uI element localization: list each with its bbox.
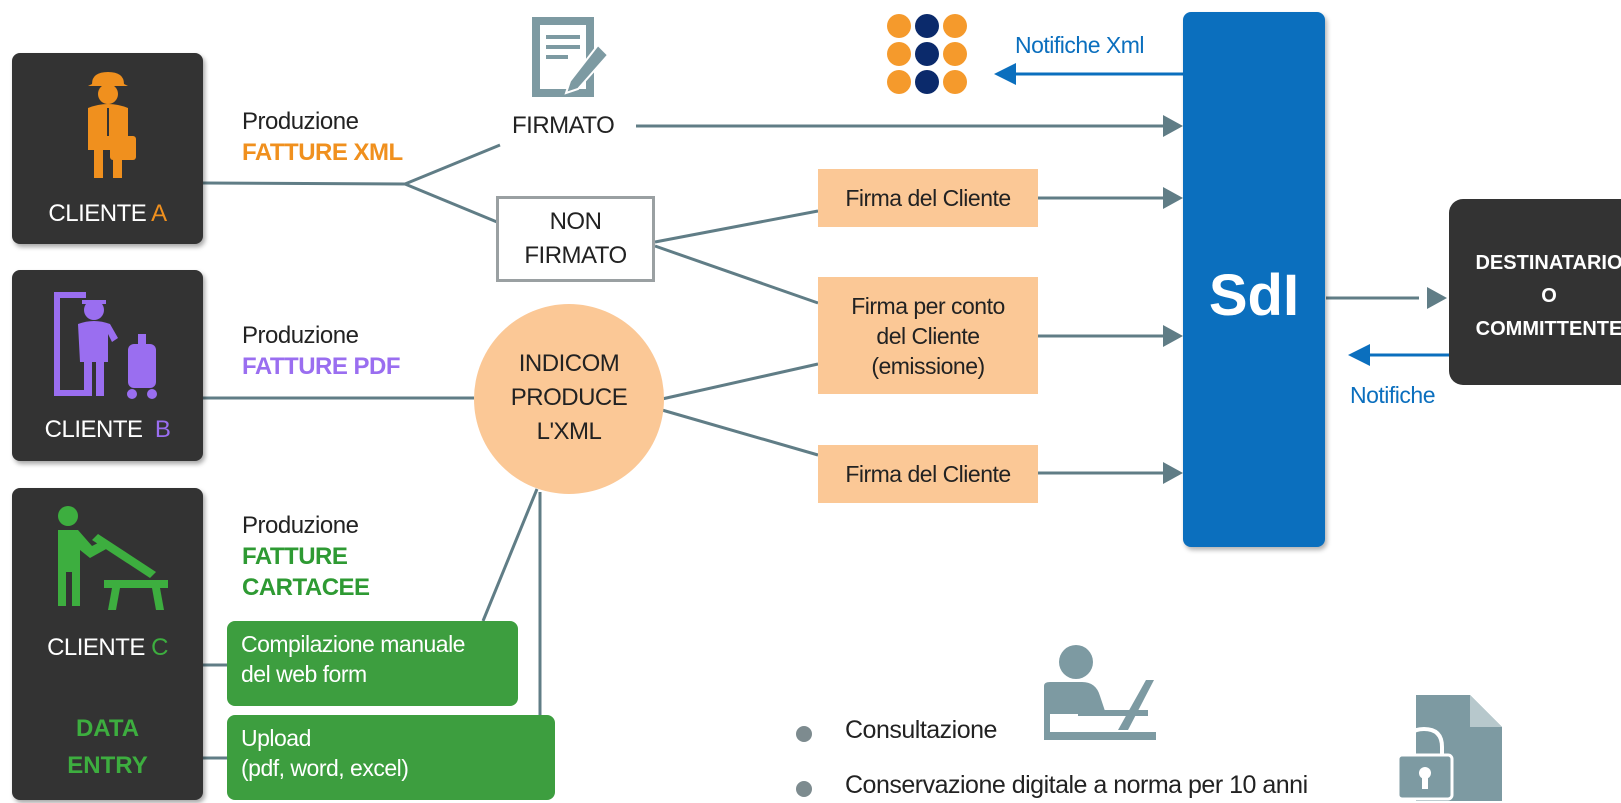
traveler-icon (54, 292, 157, 399)
client-a-letter: A (151, 200, 167, 227)
production-paper-text: Produzione (242, 512, 359, 539)
arrowhead-firmato (1163, 115, 1183, 137)
upload-box: Upload (pdf, word, excel) (227, 715, 555, 800)
data-entry-label: DATA ENTRY (12, 710, 203, 784)
firma-per-conto-line1: Firma per conto (851, 292, 1005, 319)
production-paper-type-line2: CARTACEE (242, 574, 370, 601)
carpenter-icon (58, 506, 168, 610)
non-firmato-line2: FIRMATO (524, 242, 627, 269)
notifiche-xml-label: Notifiche Xml (1015, 32, 1144, 58)
arrowhead-firma1 (1163, 187, 1183, 209)
connector-indicom-firma2 (661, 408, 819, 457)
notifiche-label: Notifiche (1350, 382, 1435, 408)
signed-document-icon (532, 17, 610, 97)
non-firmato-line1: NON (549, 208, 602, 235)
indicom-line1: INDICOM (518, 350, 620, 377)
arrowhead-firmaconto (1163, 325, 1183, 347)
destinatario-line2: O (1541, 285, 1557, 307)
connector-indicom-firmaconto (661, 362, 819, 401)
arrowhead-firma2 (1163, 462, 1183, 484)
firma-per-conto-box: Firma per conto del Cliente (emissione) (818, 277, 1038, 394)
non-firmato-box: NON FIRMATO (496, 196, 655, 282)
firma-per-conto-line2: del Cliente (876, 322, 980, 349)
arrowhead-destinatario (1427, 287, 1447, 309)
production-xml-type: FATTURE XML (242, 139, 403, 166)
upload-line1: Upload (241, 725, 311, 751)
production-xml-text: Produzione (242, 108, 359, 135)
bullet-dot-1 (796, 726, 812, 742)
bullet-dot-2 (796, 781, 812, 797)
sdi-box: SdI (1183, 12, 1325, 547)
client-c-name: CLIENTE (47, 634, 145, 661)
connector-client-a (202, 181, 406, 186)
client-b-box: CLIENTE B (12, 270, 203, 461)
manual-webform-box: Compilazione manuale del web form (227, 621, 518, 706)
destinatario-box: DESTINATARIO O COMMITTENTE (1449, 199, 1621, 385)
manual-webform-line2: del web form (241, 661, 367, 687)
indicom-line2: PRODUCE (510, 384, 628, 411)
destinatario-line1: DESTINATARIO (1475, 252, 1621, 274)
sdi-label: SdI (1208, 263, 1300, 328)
client-a-name: CLIENTE (48, 200, 147, 227)
production-pdf-label: Produzione FATTURE PDF (242, 320, 401, 382)
connector-to-non-firmato (404, 182, 498, 224)
worker-icon (88, 72, 136, 178)
connector-manual-indicom (481, 488, 539, 622)
destinatario-line3: COMMITTENTE (1475, 318, 1621, 340)
arrowhead-notifiche (1348, 344, 1370, 366)
data-entry-line2: ENTRY (67, 752, 148, 779)
arrowhead-notifiche-xml (994, 63, 1016, 85)
indicom-line3: L'XML (536, 418, 602, 445)
connector-to-firmato (404, 143, 501, 186)
bullet-conservazione: Conservazione digitale a norma per 10 an… (845, 771, 1308, 799)
bullet-consultazione: Consultazione (845, 716, 997, 744)
client-c-letter: C (151, 634, 168, 661)
production-paper-type-line1: FATTURE (242, 543, 348, 570)
upload-line2: (pdf, word, excel) (241, 755, 409, 781)
production-pdf-text: Produzione (242, 322, 359, 349)
firma-cliente-box-1: Firma del Cliente (818, 169, 1038, 227)
client-c-box: CLIENTE C DATA ENTRY (12, 488, 203, 800)
user-laptop-icon (1044, 645, 1156, 740)
production-pdf-type: FATTURE PDF (242, 353, 401, 380)
indicom-circle: INDICOM PRODUCE L'XML (474, 304, 664, 494)
firma-cliente-box-2: Firma del Cliente (818, 445, 1038, 503)
data-entry-line1: DATA (75, 715, 140, 742)
connector-nonfirmato-firma1 (654, 209, 819, 244)
connector-nonfirmato-firmaconto (654, 244, 819, 305)
firma-cliente-2-text: Firma del Cliente (845, 461, 1011, 487)
firma-cliente-1-text: Firma del Cliente (845, 185, 1011, 211)
indicom-logo-icon (887, 14, 967, 94)
production-paper-label: Produzione FATTURE CARTACEE (242, 510, 370, 603)
locked-file-icon (1396, 695, 1502, 801)
firma-per-conto-line3: (emissione) (871, 352, 985, 379)
manual-webform-line1: Compilazione manuale (241, 631, 465, 657)
client-b-letter: B (154, 416, 171, 443)
client-b-name: CLIENTE (44, 416, 143, 443)
firmato-label: FIRMATO (512, 112, 615, 139)
client-a-box: CLIENTE A (12, 53, 203, 244)
production-xml-label: Produzione FATTURE XML (242, 106, 403, 168)
